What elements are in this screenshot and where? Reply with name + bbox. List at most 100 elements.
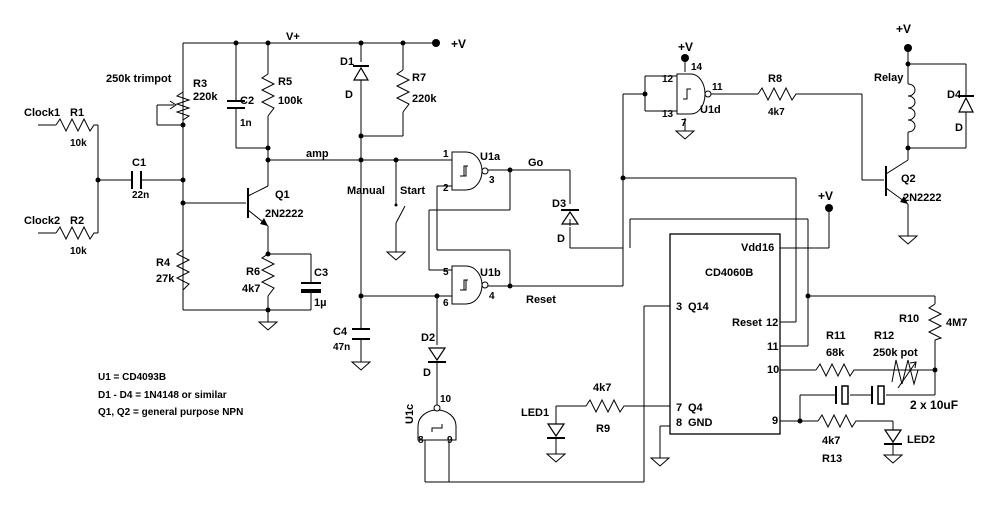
q2-ref: Q2 — [901, 173, 916, 185]
pos-supply-label: +V — [451, 37, 466, 51]
r12-value: 250k pot — [873, 347, 918, 359]
ic-pin9-num: 9 — [772, 415, 778, 427]
pos-supply-label-u1d: +V — [678, 40, 693, 54]
c4-ref: C4 — [333, 326, 348, 338]
c2-ref: C2 — [240, 95, 254, 107]
ic-q14-label: Q14 — [688, 301, 710, 313]
d3-diode — [560, 209, 580, 225]
c-pair-capacitors — [835, 385, 885, 405]
ic-reset-label: Reset — [732, 317, 762, 329]
u1d-gate — [676, 73, 712, 115]
u1b-pin6: 6 — [443, 298, 449, 309]
d3-type: D — [557, 233, 565, 245]
ic-pin10-num: 10 — [767, 364, 779, 376]
u1b-gate — [451, 265, 489, 305]
ic-pin7-num: 7 — [676, 402, 682, 414]
clock1-label: Clock1 — [24, 107, 60, 119]
note-diodes: D1 - D4 = 1N4148 or similar — [98, 390, 227, 401]
r10-value: 4M7 — [946, 317, 967, 329]
d1-ref: D1 — [340, 56, 354, 68]
d4-type: D — [955, 122, 963, 134]
ic-name: CD4060B — [705, 267, 753, 279]
r4-ref: R4 — [156, 257, 171, 269]
d2-type: D — [423, 367, 431, 379]
q2-type: 2N2222 — [903, 192, 942, 204]
c4-capacitor — [352, 328, 370, 340]
note-u1: U1 = CD4093B — [98, 372, 166, 383]
r8-resistor — [757, 86, 800, 102]
u1d-pin14: 14 — [691, 62, 703, 73]
net-reset: Reset — [526, 294, 556, 306]
u1d-pin11: 11 — [712, 82, 723, 93]
d1-type: D — [345, 89, 353, 101]
start-label: Start — [400, 185, 425, 197]
ground-symbols — [257, 130, 919, 467]
c3-ref: C3 — [314, 267, 328, 279]
u1a-pin1: 1 — [443, 149, 449, 160]
r12-pot — [891, 359, 919, 389]
r9-ref: R9 — [596, 423, 610, 435]
labels: V+ +V +V +V +V Clock1 Clock2 R1 10k R2 1… — [24, 22, 967, 465]
r3-note: 250k trimpot — [106, 73, 172, 85]
c2-value: 1n — [240, 118, 252, 129]
ic-pin11-num: 11 — [767, 341, 779, 353]
r1-resistor — [55, 117, 98, 133]
r6-resistor — [260, 253, 276, 297]
r7-ref: R7 — [412, 72, 426, 84]
u1c-pin10: 10 — [440, 394, 452, 405]
u1c-gate — [417, 404, 457, 441]
c3-value: 1µ — [314, 297, 326, 309]
c1-capacitor — [131, 171, 142, 189]
q1-ref: Q1 — [275, 189, 290, 201]
r5-resistor — [260, 73, 276, 117]
u1b-ref: U1b — [480, 267, 501, 279]
note-transistors: Q1, Q2 = general purpose NPN — [98, 407, 243, 418]
u1a-pin3: 3 — [489, 175, 495, 186]
r6-ref: R6 — [246, 266, 260, 278]
r13-resistor — [817, 413, 860, 429]
u1c-pin9: 9 — [447, 435, 453, 446]
r3-value: 220k — [193, 91, 218, 103]
u1d-pin12: 12 — [662, 74, 674, 85]
u1a-ref: U1a — [480, 151, 501, 163]
c3-capacitor — [301, 282, 321, 293]
c1-value: 22n — [132, 190, 149, 201]
net-go: Go — [528, 157, 544, 169]
net-amp: amp — [306, 148, 329, 160]
r9-value: 4k7 — [593, 382, 611, 394]
cap-pair-value: 2 x 10uF — [910, 398, 958, 412]
r3-ref: R3 — [193, 78, 207, 90]
r12-ref: R12 — [874, 330, 894, 342]
r2-ref: R2 — [70, 215, 84, 227]
r11-value: 68k — [826, 347, 845, 359]
led1-diode — [546, 423, 566, 439]
relay-coil — [907, 83, 916, 133]
led2-label: LED2 — [907, 434, 935, 446]
r8-value: 4k7 — [768, 107, 785, 118]
d4-diode — [958, 95, 974, 113]
u1b-pin4: 4 — [489, 291, 495, 302]
r2-value: 10k — [70, 246, 87, 257]
ic-q4-label: Q4 — [688, 402, 704, 414]
q1-type: 2N2222 — [265, 208, 304, 220]
r13-ref: R13 — [822, 453, 842, 465]
supply-terminals — [432, 39, 912, 212]
d3-ref: D3 — [552, 198, 566, 210]
r4-resistor — [175, 249, 191, 291]
u1d-ref: U1d — [700, 104, 721, 116]
r10-ref: R10 — [899, 313, 919, 325]
u1a-pin2: 2 — [443, 183, 449, 194]
d2-diode — [427, 347, 447, 363]
pos-supply-label-relay: +V — [896, 22, 911, 36]
ic-pin8-num: 8 — [676, 417, 682, 429]
led2-diode — [883, 429, 903, 445]
r4-value: 27k — [156, 273, 175, 285]
d1-diode — [352, 65, 370, 81]
r1-ref: R1 — [70, 107, 84, 119]
r13-value: 4k7 — [822, 435, 840, 447]
ic-gnd-label: GND — [688, 417, 713, 429]
junctions — [95, 40, 938, 424]
clock2-label: Clock2 — [24, 215, 60, 227]
r7-resistor — [395, 69, 411, 113]
cd4060b-ic — [669, 233, 781, 435]
